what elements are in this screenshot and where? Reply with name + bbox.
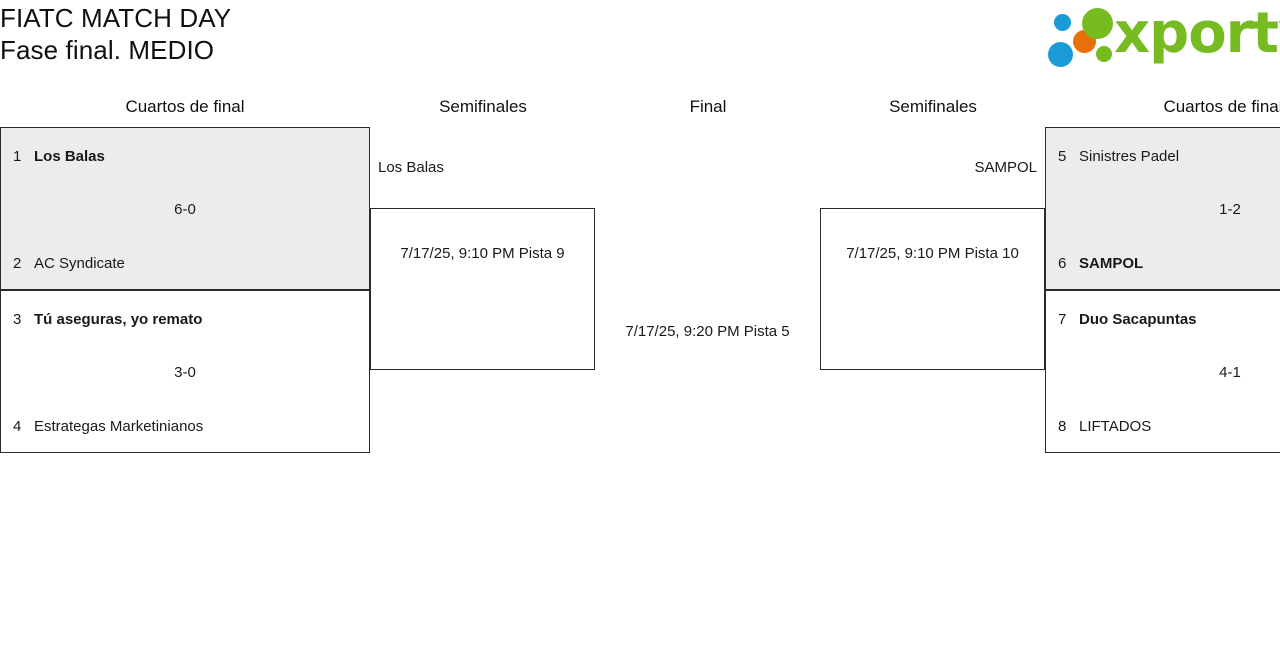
- match-participant-top: 7 Duo Sacapuntas: [1046, 309, 1280, 331]
- team-name: Los Balas: [34, 148, 105, 165]
- page-header: FIATC MATCH DAY Fase final. MEDIO xporty: [0, 0, 1280, 88]
- logo-wordmark: xporty: [1114, 1, 1280, 66]
- logo-dot-green-large-icon: [1082, 8, 1113, 39]
- team-name: SAMPOL: [1079, 255, 1144, 272]
- team-name: AC Syndicate: [34, 255, 125, 272]
- match-box-quarterfinal-2[interactable]: 3 Tú aseguras, yo remato 3-0 4 Estrategas …: [0, 290, 370, 453]
- logo-dot-blue-small-icon: [1054, 14, 1071, 31]
- match-box-quarterfinal-3[interactable]: 5 Sinistres Padel 1-2 6 SAMPOL: [1045, 127, 1280, 290]
- seed-number: 2: [13, 255, 22, 272]
- tournament-phase: Fase final. MEDIO: [0, 35, 215, 65]
- logo-dot-green-small-icon: [1096, 46, 1112, 62]
- team-name: Duo Sacapuntas: [1079, 311, 1197, 328]
- match-schedule-final: 7/17/25, 9:20 PM Pista 5: [625, 323, 790, 340]
- seed-number: 1: [13, 148, 22, 165]
- match-box-semifinal-left[interactable]: 7/17/25, 9:10 PM Pista 9: [370, 208, 595, 370]
- seed-number: 8: [1058, 418, 1067, 435]
- round-header-semifinals-left: Semifinales: [439, 97, 527, 116]
- match-schedule: 7/17/25, 9:10 PM Pista 10: [846, 245, 1019, 262]
- match-schedule: 7/17/25, 9:10 PM Pista 9: [400, 245, 565, 262]
- round-header-quarterfinals-right: Cuartos de final: [1163, 97, 1280, 116]
- match-score: 3-0: [174, 364, 196, 381]
- match-box-quarterfinal-4[interactable]: 7 Duo Sacapuntas 4-1 8 LIFTADOS: [1045, 290, 1280, 453]
- match-box-semifinal-right[interactable]: 7/17/25, 9:10 PM Pista 10: [820, 208, 1045, 370]
- xporty-logo: xporty: [1048, 3, 1280, 68]
- seed-number: 3: [13, 311, 22, 328]
- team-name: Estrategas Marketinianos: [34, 418, 204, 435]
- match-box-quarterfinal-1[interactable]: 1 Los Balas 6-0 2 AC Syndicate: [0, 127, 370, 290]
- match-participant-top: 1 Los Balas: [1, 146, 369, 168]
- semifinal-left-team-top: Los Balas: [378, 159, 444, 176]
- round-header-final: Final: [689, 97, 727, 116]
- semifinal-right-team-top: SAMPOL: [974, 159, 1037, 176]
- match-participant-bottom: 4 Estrategas Marketinianos: [1, 416, 369, 438]
- round-header-quarterfinals-left: Cuartos de final: [125, 97, 245, 116]
- match-participant-bottom: 2 AC Syndicate: [1, 253, 369, 275]
- team-name: LIFTADOS: [1079, 418, 1152, 435]
- seed-number: 7: [1058, 311, 1067, 328]
- match-participant-top: 5 Sinistres Padel: [1046, 146, 1280, 168]
- match-participant-bottom: 6 SAMPOL: [1046, 253, 1280, 275]
- match-score: 6-0: [174, 201, 196, 218]
- page-title: FIATC MATCH DAY Fase final. MEDIO: [0, 2, 231, 66]
- match-score: 1-2: [1219, 201, 1241, 218]
- match-score: 4-1: [1219, 364, 1241, 381]
- round-header-semifinals-right: Semifinales: [889, 97, 977, 116]
- seed-number: 4: [13, 418, 22, 435]
- logo-dot-blue-large-icon: [1048, 42, 1073, 67]
- seed-number: 5: [1058, 148, 1067, 165]
- match-participant-bottom: 8 LIFTADOS: [1046, 416, 1280, 438]
- tournament-name: FIATC MATCH DAY: [0, 3, 232, 33]
- team-name: Sinistres Padel: [1079, 148, 1180, 165]
- match-participant-top: 3 Tú aseguras, yo remato: [1, 309, 369, 331]
- team-name: Tú aseguras, yo remato: [34, 311, 203, 328]
- seed-number: 6: [1058, 255, 1067, 272]
